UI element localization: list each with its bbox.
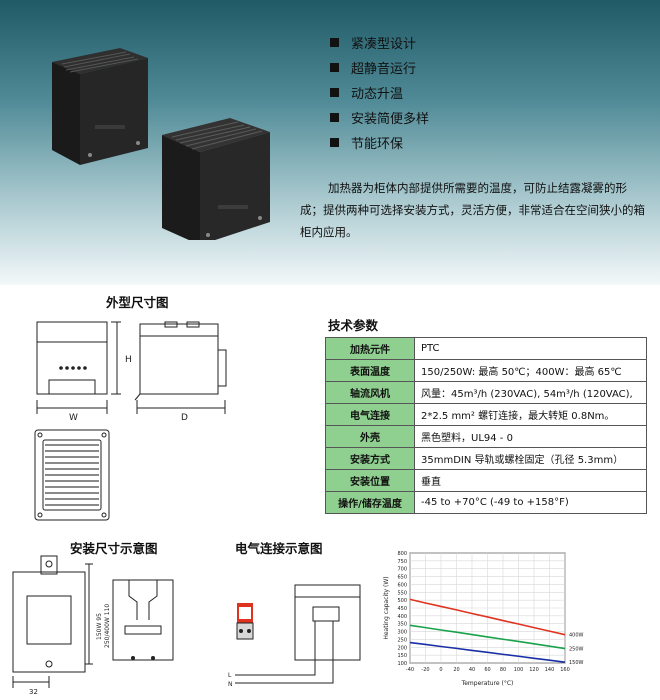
- wire-l-label: L: [228, 672, 232, 679]
- chart-xtick-label: 140: [545, 667, 555, 673]
- spec-value: 垂直: [414, 469, 647, 492]
- chart-ytick-label: 100: [397, 661, 407, 667]
- feature-item: 动态升温: [330, 80, 429, 105]
- chart-series-label: 150W: [569, 660, 584, 666]
- chart-ytick-label: 650: [397, 575, 407, 581]
- chart-ytick-label: 750: [397, 559, 407, 565]
- feature-label: 超静音运行: [351, 62, 417, 77]
- spec-value: 黑色塑料，UL94 - 0: [414, 425, 647, 448]
- wiring-title: 电气连接示意图: [235, 541, 323, 556]
- heater-back: [52, 48, 148, 165]
- mounting-drawing: 150W 95 250/400W 110 32: [12, 555, 174, 695]
- bullet-square-icon: [330, 88, 339, 97]
- spec-key: 电气连接: [325, 403, 415, 426]
- spec-value: -45 to +70°C (-49 to +158°F): [414, 491, 647, 514]
- heater-product-photo: [52, 48, 270, 240]
- feature-item: 安装简便多样: [330, 105, 429, 130]
- wiring-drawing: L N: [228, 584, 361, 688]
- mount-dim-250w: 250/400W 110: [104, 604, 111, 648]
- spec-key: 轴流风机: [325, 381, 415, 404]
- height-label: H: [125, 355, 132, 365]
- spec-row: 轴流风机风量：45m³/h (230VAC), 54m³/h (120VAC),: [325, 381, 647, 404]
- spec-value: 2*2.5 mm² 螺钉连接，最大转矩 0.8Nm。: [414, 403, 647, 426]
- spec-key: 安装位置: [325, 469, 415, 492]
- chart-ylabel: Heating capacity (W): [383, 576, 390, 639]
- feature-list: 紧凑型设计 超静音运行 动态升温 安装简便多样 节能环保: [330, 30, 429, 155]
- feature-label: 节能环保: [351, 137, 404, 152]
- spec-row: 安装位置垂直: [325, 469, 647, 492]
- bullet-square-icon: [330, 138, 339, 147]
- width-label: W: [69, 413, 78, 423]
- spec-value: 风量：45m³/h (230VAC), 54m³/h (120VAC),: [414, 381, 647, 404]
- chart-ytick-label: 250: [397, 637, 407, 643]
- chart-xtick-label: 80: [500, 667, 506, 673]
- chart-ytick-label: 500: [397, 598, 407, 604]
- spec-key: 外壳: [325, 425, 415, 448]
- chart-ytick-label: 450: [397, 606, 407, 612]
- chart-ytick-label: 800: [397, 551, 407, 557]
- chart-series-line-250w: [409, 624, 566, 650]
- chart-xtick-label: 120: [529, 667, 539, 673]
- chart-ytick-label: 550: [397, 590, 407, 596]
- feature-label: 动态升温: [351, 87, 404, 102]
- chart-series-line-150w: [409, 641, 566, 664]
- dimension-drawing: H W D: [34, 321, 227, 521]
- mounting-title: 安装尺寸示意图: [70, 541, 158, 556]
- chart-ytick-label: 200: [397, 645, 407, 651]
- wire-n-label: N: [228, 681, 233, 688]
- chart-xtick-label: -40: [406, 667, 414, 673]
- bullet-square-icon: [330, 38, 339, 47]
- chart-xtick-label: 60: [484, 667, 490, 673]
- chart-series-label: 400W: [569, 633, 584, 639]
- chart-xtick-label: 40: [469, 667, 475, 673]
- chart-xtick-label: 160: [560, 667, 570, 673]
- chart-xtick-label: 100: [514, 667, 524, 673]
- bullet-square-icon: [330, 63, 339, 72]
- chart-ytick-label: 300: [397, 630, 407, 636]
- chart-ytick-label: 700: [397, 567, 407, 573]
- mount-dim-150w: 150W 95: [96, 613, 103, 640]
- feature-label: 紧凑型设计: [351, 37, 417, 52]
- feature-item: 节能环保: [330, 130, 429, 155]
- heater-front: [162, 118, 270, 240]
- depth-label: D: [181, 413, 188, 423]
- spec-key: 安装方式: [325, 447, 415, 470]
- specs-title: 技术参数: [328, 318, 379, 333]
- chart-ytick-label: 150: [397, 653, 407, 659]
- spec-key: 操作/储存温度: [325, 491, 415, 514]
- chart-xtick-label: -20: [421, 667, 429, 673]
- spec-value: 150/250W: 最高 50℃；400W：最高 65℃: [414, 359, 647, 382]
- product-description: 加热器为柜体内部提供所需要的温度，可防止结露凝雾的形成；提供两种可选择安装方式，…: [300, 181, 645, 239]
- heating-capacity-chart: 1001502002503003504004505005506006507007…: [383, 551, 584, 687]
- spec-row: 操作/储存温度-45 to +70°C (-49 to +158°F): [325, 491, 647, 514]
- feature-item: 紧凑型设计: [330, 30, 429, 55]
- chart-ytick-label: 400: [397, 614, 407, 620]
- hero-banner: 紧凑型设计 超静音运行 动态升温 安装简便多样 节能环保 加热器为柜体内部提供所…: [0, 0, 660, 285]
- mount-dim-32: 32: [29, 688, 38, 695]
- bullet-square-icon: [330, 113, 339, 122]
- chart-series-label: 250W: [569, 647, 584, 653]
- feature-label: 安装简便多样: [351, 112, 430, 127]
- feature-item: 超静音运行: [330, 55, 429, 80]
- terminal-block-icon: [236, 603, 254, 640]
- spec-value: 35mmDIN 导轨或螺栓固定（孔径 5.3mm）: [414, 447, 647, 470]
- spec-key: 加热元件: [325, 337, 415, 360]
- chart-xtick-label: 0: [439, 667, 442, 673]
- spec-value: PTC: [414, 337, 647, 360]
- chart-ytick-label: 350: [397, 622, 407, 628]
- chart-xtick-label: 20: [453, 667, 459, 673]
- chart-xlabel: Temperature (°C): [461, 680, 514, 687]
- chart-ytick-label: 600: [397, 582, 407, 588]
- spec-row: 外壳黑色塑料，UL94 - 0: [325, 425, 647, 448]
- spec-key: 表面温度: [325, 359, 415, 382]
- dimensions-title: 外型尺寸图: [106, 295, 169, 310]
- chart-series-line-400w: [409, 598, 566, 636]
